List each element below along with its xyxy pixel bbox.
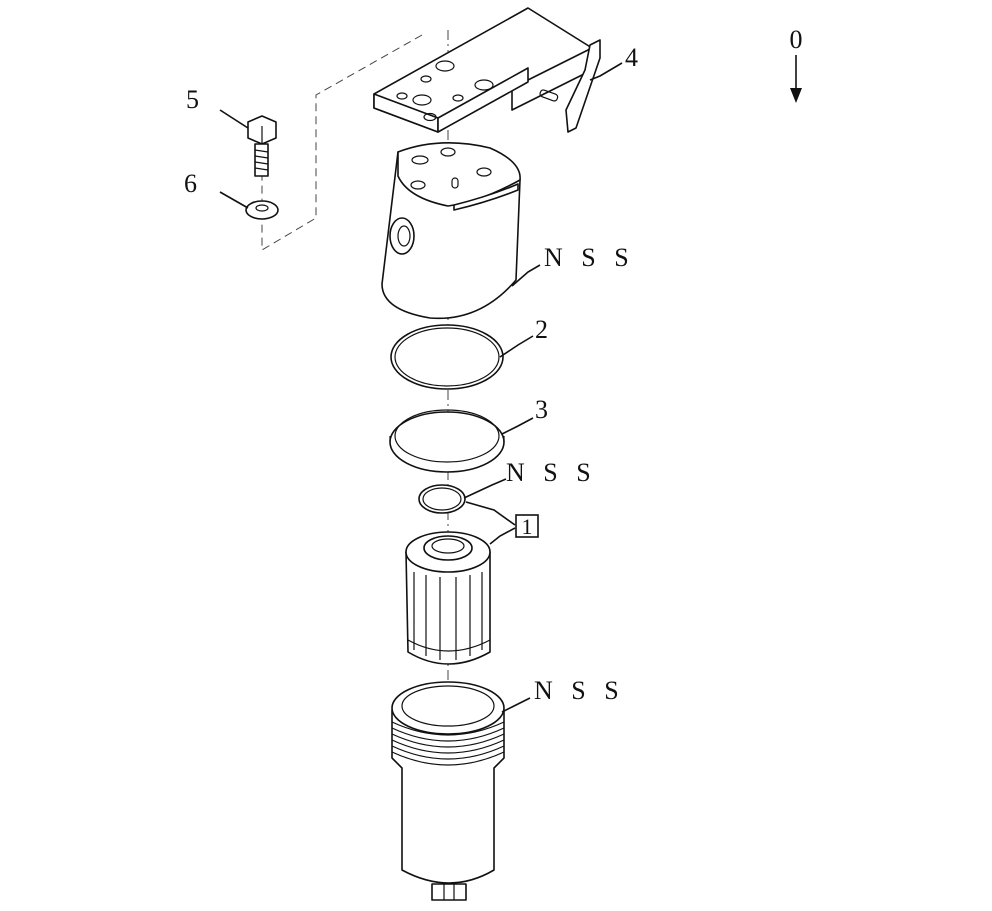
o-ring-large <box>390 324 504 390</box>
leader-o-ring-large <box>499 335 534 358</box>
callout-6: 6 <box>184 169 197 198</box>
bolt-assembly-guide <box>261 34 423 251</box>
washer <box>245 200 279 220</box>
callout-1: 1 <box>522 514 533 539</box>
filter-bowl <box>391 681 505 901</box>
leader-bolt <box>219 109 249 129</box>
callout-nss-head: N S S <box>544 243 635 272</box>
leader-bowl <box>501 697 531 713</box>
leader-bracket <box>589 62 623 81</box>
callout-4: 4 <box>625 43 638 72</box>
leader-head <box>511 264 541 287</box>
leader-o-ring-small <box>463 478 507 499</box>
mounting-bracket <box>373 7 601 133</box>
callout-2: 2 <box>535 315 548 344</box>
callout-3: 3 <box>535 395 548 424</box>
o-ring-small <box>418 484 466 514</box>
kit-box <box>515 514 539 538</box>
direction-arrow-head <box>790 88 802 103</box>
leader-kit-to-o-ring <box>465 501 516 526</box>
callout-nss-bowl: N S S <box>534 676 625 705</box>
callout-5: 5 <box>186 85 199 114</box>
filter-element <box>405 531 491 665</box>
callout-nss-o-ring: N S S <box>506 458 597 487</box>
backup-ring <box>389 409 505 473</box>
leader-kit-to-element <box>489 527 516 545</box>
direction-label: 0 <box>790 25 803 54</box>
bolt <box>247 115 277 177</box>
filter-head <box>381 142 521 320</box>
leader-washer <box>219 191 249 209</box>
leader-backup-ring <box>501 417 534 435</box>
